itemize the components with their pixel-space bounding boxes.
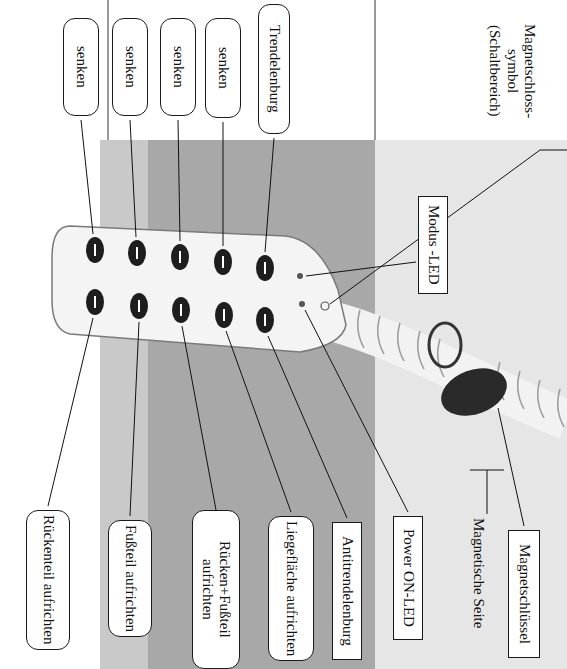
frame-line bbox=[108, 0, 109, 140]
callout-label: Fußteil aufrichten bbox=[121, 525, 138, 632]
power-led bbox=[299, 301, 305, 307]
annotation-label: Magnetschloss- symbol (Schaltbereich) bbox=[486, 4, 538, 138]
callout-box: Antitrendelenburg bbox=[332, 522, 362, 660]
photo-background-right bbox=[375, 140, 567, 669]
key-ring bbox=[429, 323, 461, 367]
callout-rounded-box: senken bbox=[205, 18, 241, 118]
callout-label: Liegefläche aufrichten bbox=[282, 521, 299, 656]
callout-rounded-box: Liegefläche aufrichten bbox=[268, 516, 314, 661]
callout-rounded-box: Rückenteil aufrichten bbox=[26, 510, 70, 650]
magnet-lock-symbol bbox=[321, 302, 329, 310]
callout-label: Rückenteil aufrichten bbox=[39, 515, 56, 645]
cable-coils bbox=[358, 310, 564, 427]
annotation-label: Magnetische Seite bbox=[470, 518, 487, 628]
frame-line bbox=[375, 0, 376, 140]
callout-rounded-box: Fußteil aufrichten bbox=[108, 520, 152, 637]
callout-label: senken bbox=[169, 46, 186, 88]
callout-box: Power ON-LED bbox=[393, 516, 423, 640]
callout-label: senken bbox=[121, 46, 138, 88]
button-marks bbox=[95, 244, 265, 326]
callout-label: Trendelenburg bbox=[265, 25, 282, 113]
buttons bbox=[86, 237, 274, 333]
callout-label: Power ON-LED bbox=[399, 529, 416, 627]
callout-rounded-box: senken bbox=[112, 18, 148, 116]
callout-label: Modus -LED bbox=[424, 205, 441, 285]
leader-lines bbox=[48, 120, 567, 526]
callout-label: senken bbox=[214, 47, 231, 89]
callout-box: Modus -LED bbox=[418, 196, 448, 294]
callout-rounded-box: Trendelenburg bbox=[258, 4, 290, 134]
callout-rounded-box: senken bbox=[160, 18, 196, 116]
callout-rounded-box: Rücken+Fußteil aufrichten bbox=[192, 510, 240, 669]
magnet-key bbox=[435, 360, 514, 425]
callout-label: Magnetschlüssel bbox=[515, 544, 532, 644]
remote-body bbox=[52, 226, 346, 352]
modus-led bbox=[297, 273, 303, 279]
photo-background bbox=[100, 140, 375, 669]
callout-rounded-box: senken bbox=[63, 18, 99, 116]
callout-label: Rücken+Fußteil aufrichten bbox=[199, 515, 234, 664]
callout-label: senken bbox=[72, 46, 89, 88]
callout-box: Magnetschlüssel bbox=[508, 530, 540, 658]
callout-label: Antitrendelenburg bbox=[338, 536, 355, 646]
